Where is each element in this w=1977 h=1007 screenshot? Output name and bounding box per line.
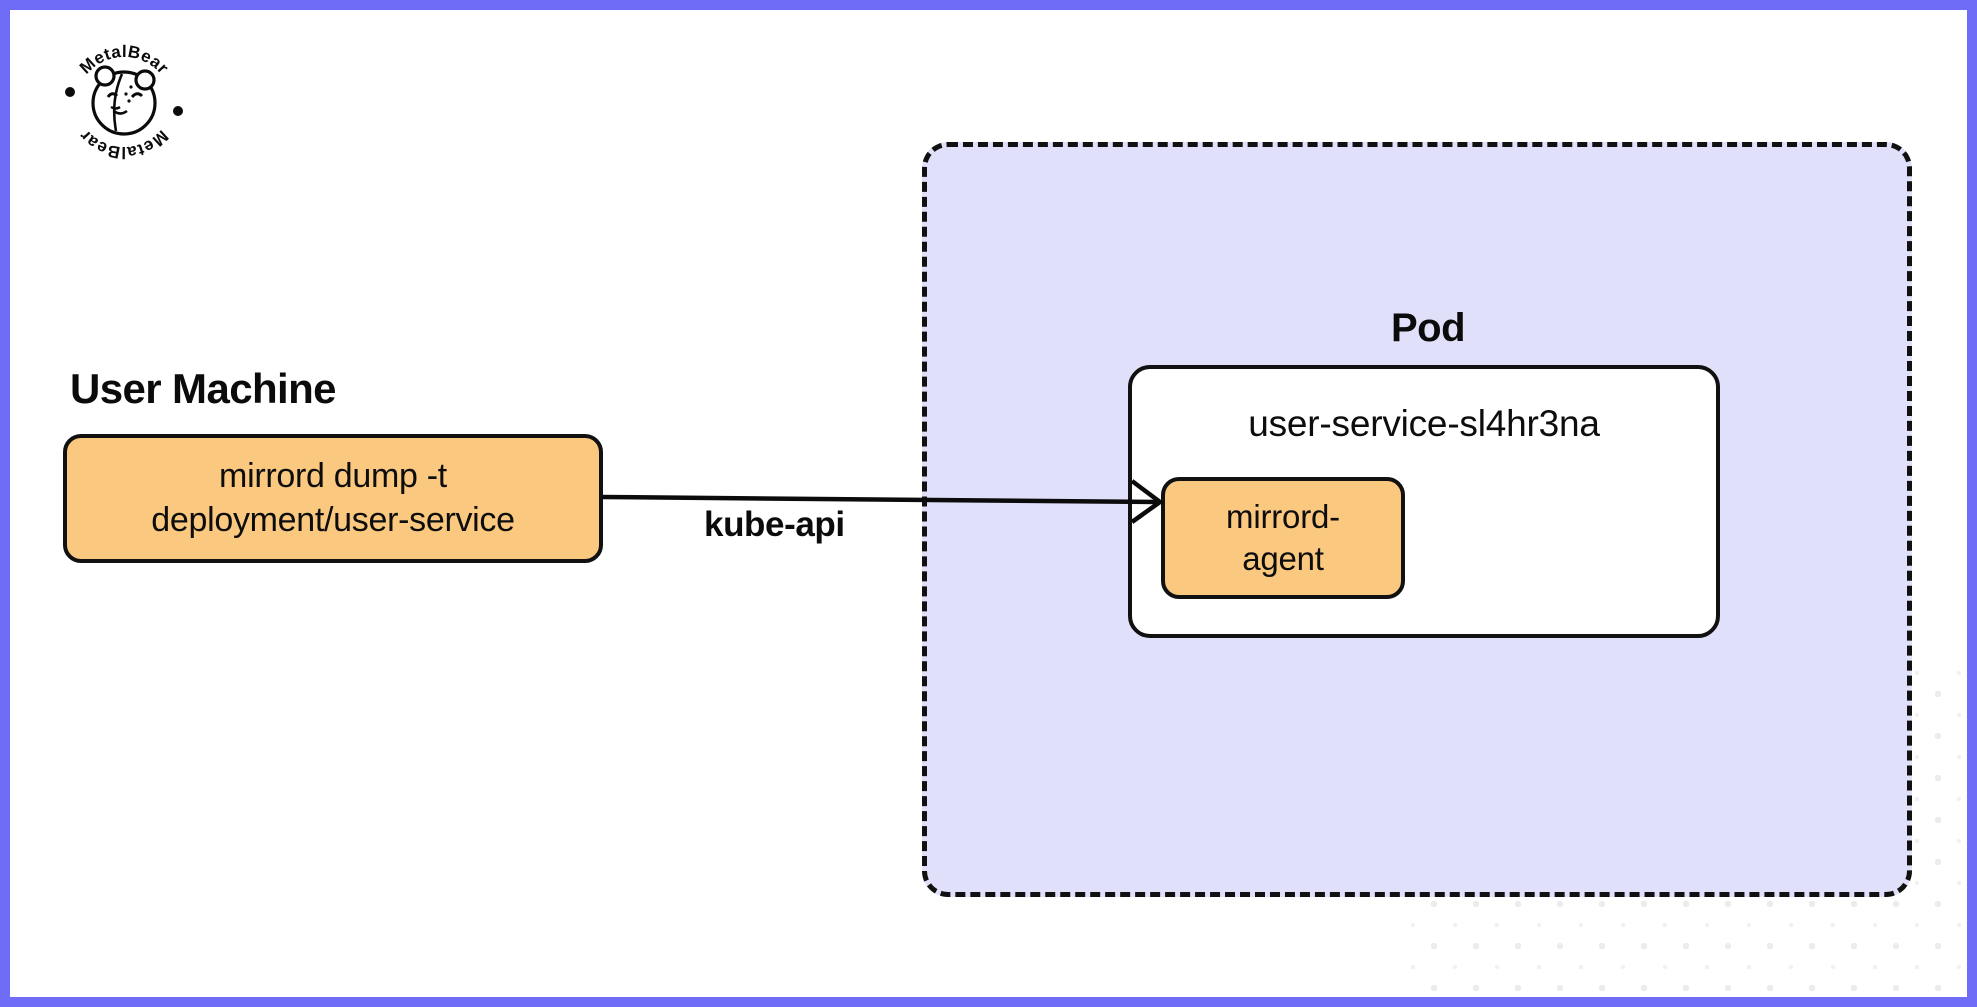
metalbear-logo: MetalBear MetalBear: [58, 35, 190, 167]
connector-label-kube-api: kube-api: [704, 505, 845, 544]
metalbear-logo-icon: MetalBear MetalBear: [65, 42, 183, 162]
mirrord-agent-box: mirrord- agent: [1161, 477, 1405, 599]
pod-title: Pod: [1390, 306, 1466, 350]
mirrord-agent-label: mirrord- agent: [1226, 497, 1340, 577]
user-machine-command-label: mirrord dump -t deployment/user-service: [151, 456, 515, 539]
user-machine-title: User Machine: [70, 365, 337, 412]
user-machine-command-box: mirrord dump -t deployment/user-service: [63, 434, 603, 563]
pod-name-label: user-service-sl4hr3na: [1248, 403, 1600, 444]
